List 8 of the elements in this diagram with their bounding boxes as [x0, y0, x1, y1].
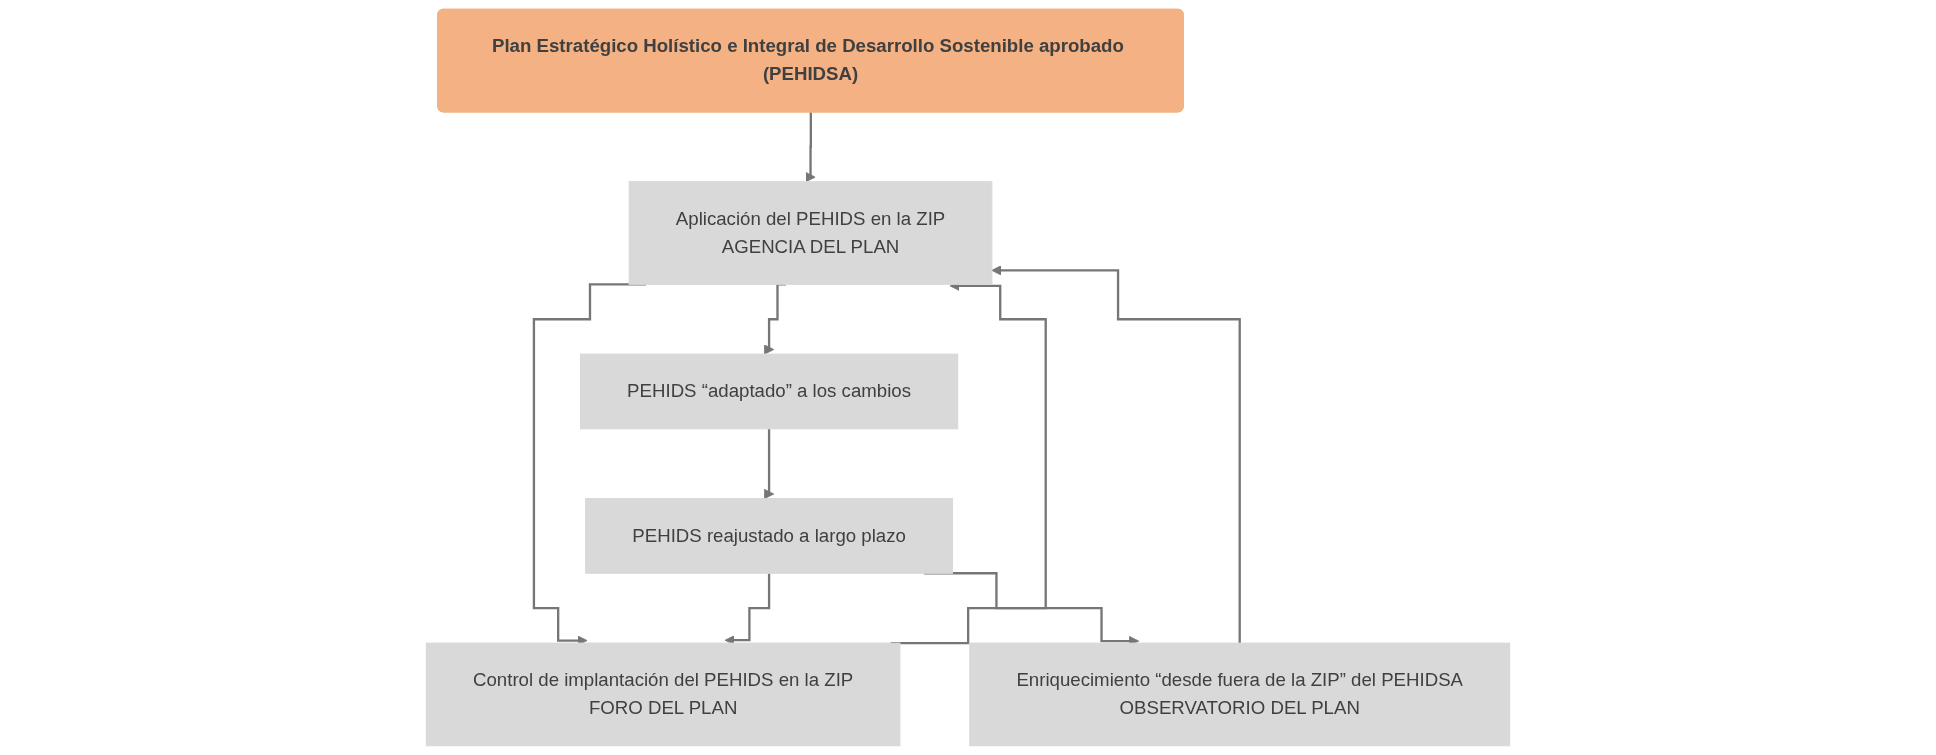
arrow: [805, 111, 816, 183]
arrow: [763, 427, 775, 500]
node-box: PEHIDS “adaptado” a los cambios: [579, 353, 959, 430]
arrow: [991, 265, 1241, 645]
node-box: Enriquecimiento “desde fuera de la ZIP” del PEHIDSA OBSERVATORIO DEL PLAN: [969, 642, 1511, 747]
node-box: PEHIDS reajustado a largo plazo: [585, 498, 954, 574]
node-box: Aplicación del PEHIDS en la ZIP AGENCIA DEL PLAN: [628, 181, 993, 285]
node-box: Control de implantación del PEHIDS en la ZIP FORO DEL PLAN: [425, 642, 901, 747]
